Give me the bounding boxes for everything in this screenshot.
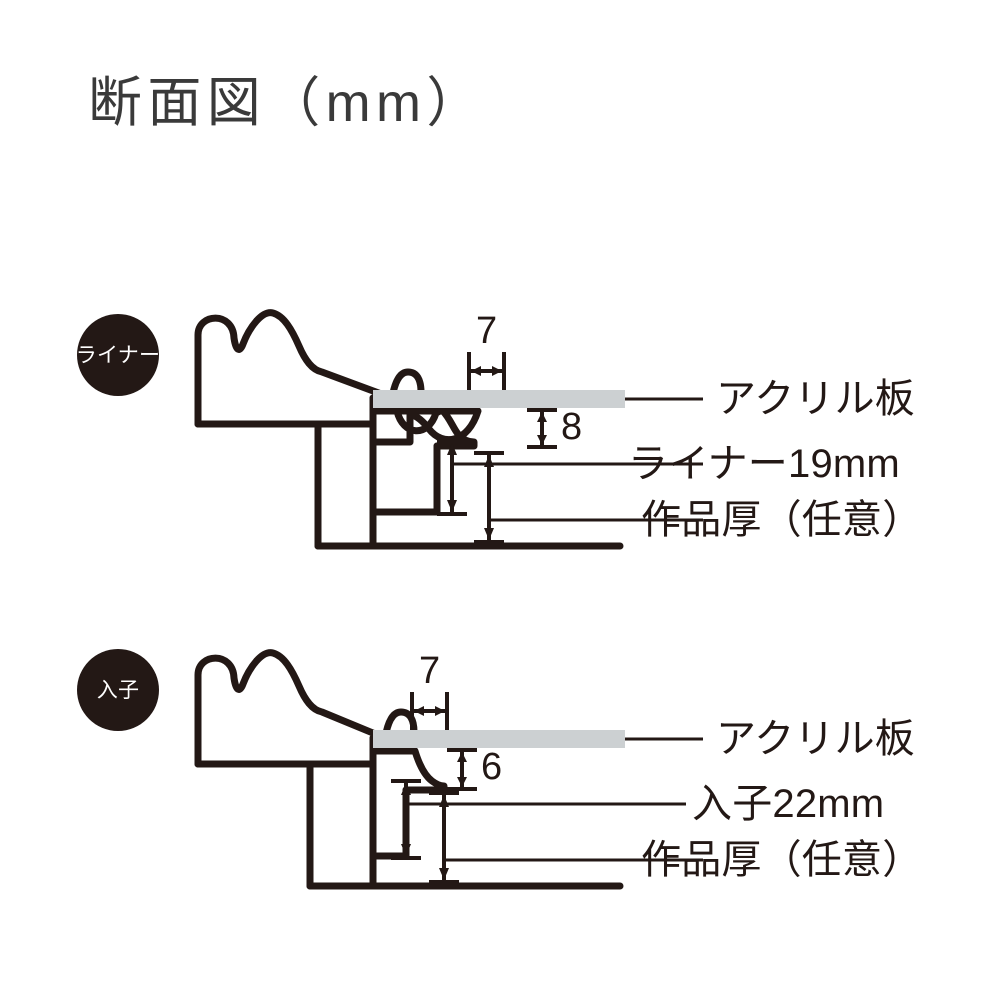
- dim-label-7-inner: 7: [419, 650, 441, 692]
- liner19-arrowhead-bottom: [447, 500, 457, 512]
- dim-label-8-liner: 8: [561, 406, 583, 448]
- dim7-arrowhead-left-liner: [471, 366, 481, 376]
- artwork-arrowhead-top-inner: [439, 795, 449, 807]
- dim6-arrowhead-bottom-inner: [457, 777, 467, 787]
- acrylic-plate-liner: [373, 390, 625, 408]
- liner-inner-ledge: [369, 407, 441, 516]
- callout-acrylic-liner: アクリル板: [716, 377, 915, 421]
- dim7-arrowhead-left-inner: [414, 706, 424, 716]
- inner-nesting-ledge: [369, 747, 410, 860]
- liner19-arrowhead-top: [447, 443, 457, 455]
- badge-inner-frame: 入子: [77, 649, 159, 731]
- badge-inner-frame-label: 入子: [96, 678, 140, 702]
- artwork-arrowhead-bottom-liner: [484, 528, 494, 540]
- dim7-arrowhead-right-liner: [492, 366, 502, 376]
- badge-liner: ライナー: [75, 314, 161, 396]
- page-title: 断面図（mm）: [88, 73, 486, 133]
- badge-liner-label: ライナー: [75, 343, 161, 367]
- artwork-arrowhead-top-liner: [484, 455, 494, 467]
- artwork-arrowhead-bottom-inner: [439, 868, 449, 880]
- liner-scallop-detail: [369, 406, 478, 474]
- inner-nesting-profile: [369, 747, 448, 816]
- dim-label-7-liner: 7: [476, 310, 498, 352]
- liner-frame-profile: [194, 309, 425, 428]
- liner-strip-profile: [369, 407, 482, 446]
- callout-artwork-thickness-inner: 作品厚（任意）: [641, 838, 923, 882]
- inner22-arrowhead-top: [401, 783, 411, 795]
- inner-frame-profile: [194, 649, 418, 768]
- dim8-arrowhead-bottom-liner: [537, 435, 547, 445]
- callout-artwork-thickness-liner: 作品厚（任意）: [641, 498, 923, 542]
- dim8-arrowhead-top-liner: [537, 412, 547, 422]
- callout-acrylic-inner: アクリル板: [716, 717, 915, 761]
- dim6-arrowhead-top-inner: [457, 752, 467, 762]
- inner22-arrowhead-bottom: [401, 844, 411, 856]
- dim7-arrowhead-right-inner: [435, 706, 445, 716]
- dim-label-6-inner: 6: [481, 746, 503, 788]
- callout-inner-frame-thickness: 入子22mm: [692, 782, 885, 826]
- callout-liner-thickness: ライナー19mm: [628, 442, 900, 486]
